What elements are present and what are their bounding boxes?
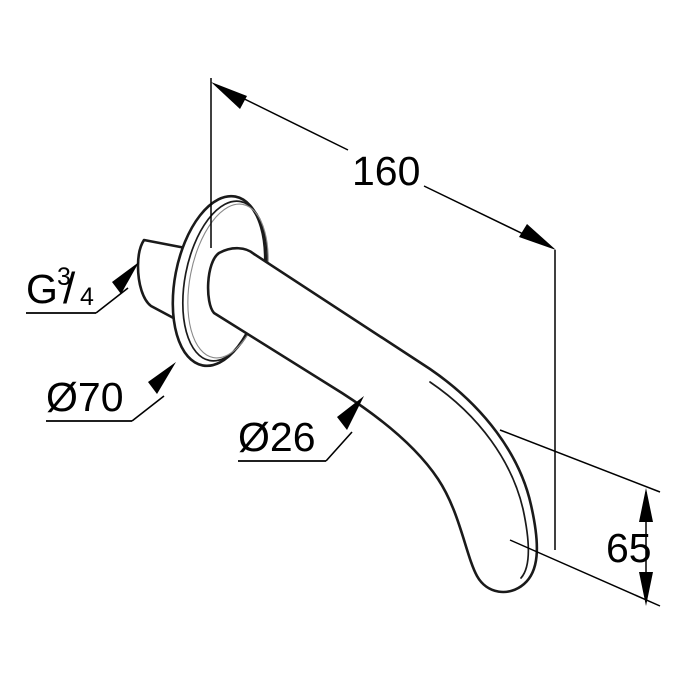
arrowhead-d70 <box>148 362 176 394</box>
extension-line-65-top <box>499 429 661 493</box>
leader-line-d26 <box>325 431 353 462</box>
arrowhead-160-end <box>519 224 556 250</box>
callout-label-d26: Ø26 <box>238 414 316 460</box>
callout-label-g34-numerator: 3 <box>57 263 71 291</box>
arrowhead-65-top <box>639 488 653 522</box>
arrowhead-d26 <box>337 396 364 430</box>
callout-flange-diameter: Ø70 <box>46 362 176 422</box>
callout-label-d70: Ø70 <box>46 374 124 420</box>
dimension-160: 160 <box>210 78 556 550</box>
dimension-65: 65 <box>499 429 661 607</box>
callout-label-g34-denominator: 4 <box>80 283 94 311</box>
arrowhead-g34 <box>112 262 139 294</box>
arrowhead-160-start <box>211 82 247 109</box>
leader-line-g34 <box>95 287 129 314</box>
callout-tube-diameter: Ø26 <box>238 396 364 462</box>
dimension-label-160: 160 <box>352 148 420 194</box>
callout-label-g34-letter: G <box>26 266 58 312</box>
extension-line-65-bottom <box>509 539 661 607</box>
callout-thread-g34: G 3 / 4 <box>26 262 139 314</box>
leader-line-d70 <box>131 395 165 422</box>
spout-highlight-crease <box>429 381 530 579</box>
dimension-label-65: 65 <box>606 525 652 571</box>
arrowhead-65-bottom <box>639 572 653 606</box>
callout-label-g34-slash: / <box>63 264 76 313</box>
